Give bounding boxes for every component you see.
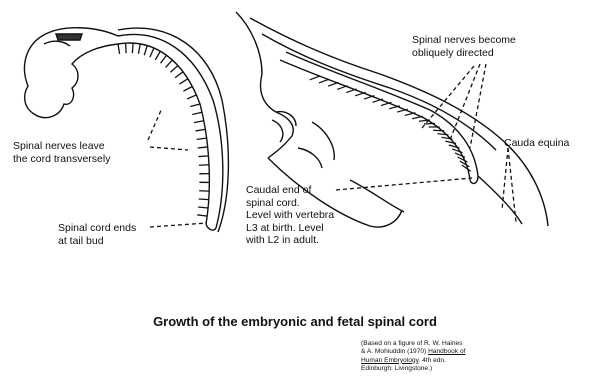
credit-book-title-2: Human Embryology <box>361 357 418 364</box>
nerve-stroke <box>175 72 183 78</box>
leader-oblique-3 <box>422 66 474 128</box>
nerve-stroke <box>452 149 462 153</box>
credit-edition: . 4th edn. <box>418 357 446 364</box>
nerve-stroke <box>346 89 356 93</box>
credit-book-title-1: Handbook of <box>428 348 465 355</box>
nerve-stroke <box>144 46 147 56</box>
leader-nerves-leave-2 <box>150 147 188 150</box>
nerve-stroke <box>412 116 423 118</box>
nerve-stroke <box>424 123 435 124</box>
embryo-drawing <box>24 28 228 232</box>
label-caudal-end: Caudal end of spinal cord. Level with ve… <box>246 184 334 247</box>
nerve-stroke <box>155 51 160 60</box>
nerve-stroke <box>150 48 154 57</box>
fetus-spinal-nerves <box>310 76 472 176</box>
figure-credit: (Based on a figure of R. W. Haines & A. … <box>361 340 465 374</box>
nerve-stroke <box>166 60 173 67</box>
embryo-spinal-nerves <box>118 43 209 224</box>
leader-oblique-1 <box>450 64 480 140</box>
nerve-stroke <box>161 55 167 63</box>
nerve-stroke <box>199 199 209 200</box>
nerve-stroke <box>310 76 320 80</box>
credit-line-4: Edinburgh: Livingstone.) <box>361 365 465 373</box>
leader-oblique-2 <box>470 64 486 148</box>
credit-line-2: & A. Mohiuddin (1970) Handbook of <box>361 348 465 356</box>
leader-nerves-leave-1 <box>148 108 162 140</box>
nerve-stroke <box>192 112 202 114</box>
label-oblique: Spinal nerves become obliquely directed <box>412 34 516 59</box>
nerve-stroke <box>319 79 329 83</box>
nerve-stroke <box>170 66 177 73</box>
nerve-stroke <box>132 43 133 53</box>
nerve-stroke <box>198 156 208 157</box>
nerve-stroke <box>194 121 204 123</box>
credit-line-3: Human Embryology. 4th edn. <box>361 357 465 365</box>
nerve-stroke <box>328 82 338 86</box>
nerve-stroke <box>195 129 205 131</box>
nerve-stroke <box>197 215 207 216</box>
nerve-stroke <box>433 130 444 131</box>
nerve-stroke <box>183 87 192 92</box>
leader-cauda-1 <box>502 148 508 210</box>
nerve-stroke <box>118 44 120 54</box>
label-nerves-leave: Spinal nerves leave the cord transversel… <box>13 140 110 165</box>
nerve-stroke <box>355 92 365 96</box>
nerve-stroke <box>138 44 140 54</box>
nerve-stroke <box>455 153 465 157</box>
nerve-stroke <box>198 207 208 208</box>
nerve-stroke <box>337 86 347 90</box>
label-cord-ends: Spinal cord ends at tail bud <box>58 222 136 247</box>
nerve-stroke <box>126 43 127 53</box>
nerve-stroke <box>458 157 468 162</box>
nerve-stroke <box>179 79 187 84</box>
nerve-stroke <box>187 95 196 99</box>
nerve-stroke <box>197 138 207 139</box>
nerve-stroke <box>460 161 469 167</box>
credit-authors: & A. Mohiuddin (1970) <box>361 348 428 355</box>
label-cauda-equina: Cauda equina <box>504 137 569 150</box>
leader-cord-ends <box>150 223 207 227</box>
credit-line-1: (Based on a figure of R. W. Haines <box>361 340 465 348</box>
figure-caption: Growth of the embryonic and fetal spinal… <box>0 314 590 329</box>
nerve-stroke <box>198 147 208 148</box>
nerve-stroke <box>190 104 200 107</box>
